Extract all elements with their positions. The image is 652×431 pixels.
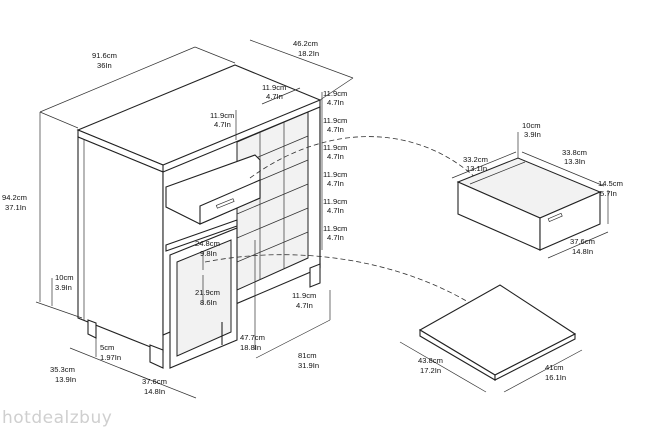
svg-text:11.9cm: 11.9cm xyxy=(323,197,347,206)
label-cell-bottom-cm: 11.9cm xyxy=(292,291,316,300)
label-drawer-side-cm: 14.5cm xyxy=(598,179,623,188)
svg-text:4.7In: 4.7In xyxy=(327,125,344,134)
label-height-cm: 94.2cm xyxy=(2,193,27,202)
watermark: hotdealzbuy xyxy=(2,408,113,428)
label-shelf-a-cm: 43.8cm xyxy=(418,356,443,365)
leg-right xyxy=(309,263,321,288)
label-drawer-h-cm: 10cm xyxy=(522,121,541,130)
label-drawer-h-in: 3.9In xyxy=(524,130,541,139)
label-width-in: 36In xyxy=(97,61,112,70)
cabinet-drawer xyxy=(165,154,261,225)
svg-text:4.7In: 4.7In xyxy=(327,152,344,161)
leg-front xyxy=(149,344,164,369)
label-rack-h-cm: 81cm xyxy=(298,351,317,360)
svg-text:11.9cm: 11.9cm xyxy=(323,143,347,152)
label-leg-cm: 5cm xyxy=(100,343,114,352)
label-cell-top-cm: 11.9cm xyxy=(262,83,286,92)
drawer-detail xyxy=(456,157,602,251)
drawer-leader xyxy=(249,136,479,181)
label-shelf-b-cm: 41cm xyxy=(545,363,564,372)
label-drawer-d-in: 14.8In xyxy=(572,247,593,256)
cabinet-shelf xyxy=(165,219,238,252)
svg-text:11.9cm: 11.9cm xyxy=(323,170,347,179)
svg-text:11.9cm: 11.9cm xyxy=(323,89,347,98)
label-shelf-gap2-in: 8.6In xyxy=(200,298,217,307)
label-drawer-d-cm: 37.6cm xyxy=(570,237,595,246)
label-shelf-gap-in: 9.8In xyxy=(200,249,217,258)
label-base-cm: 10cm xyxy=(55,273,74,282)
label-cell-left-cm: 11.9cm xyxy=(210,111,234,120)
label-drawer-w-in: 13.3In xyxy=(564,157,585,166)
svg-text:11.9cm: 11.9cm xyxy=(323,224,347,233)
label-shelf-gap2-cm: 21.9cm xyxy=(195,288,220,297)
label-cell-top-in: 4.7In xyxy=(266,92,283,101)
shelf-detail xyxy=(418,284,577,381)
cabinet-left-side xyxy=(77,136,164,353)
label-height-in: 37.1In xyxy=(5,203,26,212)
svg-text:4.7In: 4.7In xyxy=(327,233,344,242)
label-shelf-gap-cm: 24.8cm xyxy=(195,239,220,248)
label-leg-in: 1.97In xyxy=(100,353,121,362)
cabinet-door xyxy=(169,227,238,369)
label-depth-in: 18.2In xyxy=(298,49,319,58)
svg-text:11.9cm: 11.9cm xyxy=(323,116,347,125)
label-rack-h-in: 31.9In xyxy=(298,361,319,370)
label-door-h-in: 18.8In xyxy=(240,343,261,352)
label-drawer-side-in: 5.7In xyxy=(600,189,617,198)
label-drawer-inner-cm: 33.2cm xyxy=(463,155,488,164)
label-inner-depth-cm: 35.3cm xyxy=(50,365,75,374)
label-drawer-inner-in: 13.1In xyxy=(466,164,487,173)
shelf-leader xyxy=(204,254,496,321)
label-shelf-b-in: 16.1In xyxy=(545,373,566,382)
label-cell-bottom-in: 4.7In xyxy=(296,301,313,310)
label-drawer-w-cm: 33.8cm xyxy=(562,148,587,157)
label-door-h-cm: 47.7cm xyxy=(240,333,265,342)
svg-text:4.7In: 4.7In xyxy=(327,179,344,188)
label-depth-cm: 46.2cm xyxy=(293,39,318,48)
svg-text:4.7In: 4.7In xyxy=(327,206,344,215)
label-inner-depth-in: 13.9In xyxy=(55,375,76,384)
leg-back xyxy=(87,319,97,339)
label-base-in: 3.9In xyxy=(55,283,72,292)
label-cell-left-in: 4.7In xyxy=(214,120,231,129)
label-door-w-in: 14.8In xyxy=(144,387,165,396)
svg-text:4.7In: 4.7In xyxy=(327,98,344,107)
label-width-cm: 91.6cm xyxy=(92,51,117,60)
label-shelf-a-in: 17.2In xyxy=(420,366,441,375)
label-door-w-cm: 37.6cm xyxy=(142,377,167,386)
